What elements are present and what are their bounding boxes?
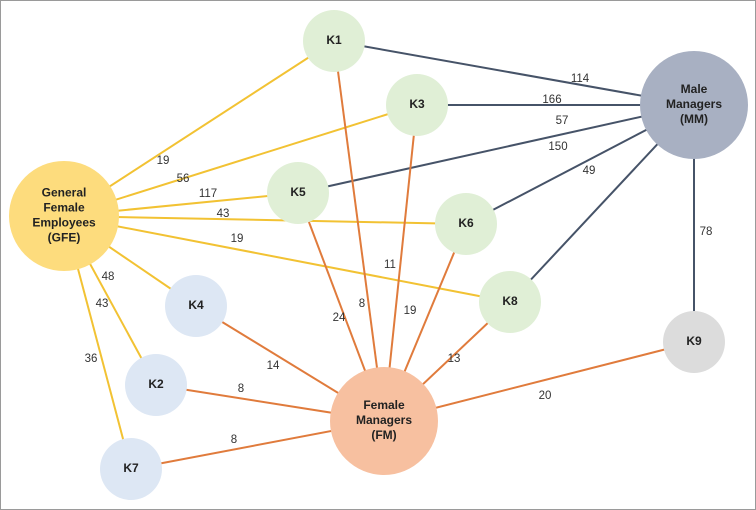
node-circle-k9 <box>663 311 725 373</box>
node-label-k4: K4 <box>188 298 204 312</box>
edge-label-gfe-k1: 19 <box>157 155 170 167</box>
node-label-k6: K6 <box>458 216 474 230</box>
edge-label-gfe-k2: 43 <box>96 298 109 310</box>
node-label-fm: Managers <box>356 413 412 427</box>
node-circle-k1 <box>303 10 365 72</box>
node-label-k2: K2 <box>148 377 164 391</box>
node-k5: K5 <box>267 162 329 224</box>
edge-mm-k5 <box>297 104 695 194</box>
edge-label-gfe-k4: 48 <box>102 271 115 283</box>
edge-fm-k1 <box>333 40 385 422</box>
node-label-fm: Female <box>363 398 405 412</box>
node-label-k5: K5 <box>290 185 306 199</box>
edge-gfe-k6 <box>63 215 467 225</box>
edge-label-fm-k1: 8 <box>359 298 365 310</box>
edge-gfe-k3 <box>63 104 418 217</box>
node-circle-gfe <box>9 161 119 271</box>
node-k9: K9 <box>663 311 725 373</box>
node-k2: K2 <box>125 354 187 416</box>
node-label-gfe: Female <box>43 201 85 215</box>
edge-labels-layer: 1956117431948433611416657150497881124191… <box>85 73 713 446</box>
node-k3: K3 <box>386 74 448 136</box>
node-k6: K6 <box>435 193 497 255</box>
nodes-layer: GeneralFemaleEmployees(GFE)MaleManagers(… <box>9 10 748 500</box>
node-label-gfe: General <box>42 186 87 200</box>
node-label-k1: K1 <box>326 33 342 47</box>
node-circle-k2 <box>125 354 187 416</box>
edge-label-gfe-k7: 36 <box>85 353 98 365</box>
edge-label-fm-k7: 8 <box>231 434 237 446</box>
node-circle-fm <box>330 367 438 475</box>
edge-label-fm-k4: 14 <box>267 360 280 372</box>
node-circle-k8 <box>479 271 541 333</box>
node-circle-k3 <box>386 74 448 136</box>
edge-label-gfe-k8: 19 <box>231 233 244 245</box>
node-circle-k5 <box>267 162 329 224</box>
edge-label-mm-k3: 166 <box>542 94 561 106</box>
node-label-k7: K7 <box>123 461 139 475</box>
edge-label-gfe-k5: 117 <box>199 188 217 200</box>
node-circle-k6 <box>435 193 497 255</box>
node-label-k9: K9 <box>686 334 702 348</box>
node-k1: K1 <box>303 10 365 72</box>
node-label-mm: Male <box>681 82 708 96</box>
node-k8: K8 <box>479 271 541 333</box>
node-label-k3: K3 <box>409 97 425 111</box>
edge-label-mm-k6: 150 <box>548 141 567 153</box>
node-circle-mm <box>640 51 748 159</box>
edge-label-mm-k1: 114 <box>571 73 590 85</box>
node-label-gfe: Employees <box>32 216 96 230</box>
edge-label-fm-k6: 19 <box>404 305 417 317</box>
edge-label-fm-k2: 8 <box>238 383 244 395</box>
node-label-mm: Managers <box>666 97 722 111</box>
node-label-mm: (MM) <box>680 112 708 126</box>
edge-label-mm-k8: 49 <box>583 165 596 177</box>
edge-label-mm-k5: 57 <box>556 115 569 127</box>
edge-label-gfe-k6: 43 <box>217 208 230 220</box>
edge-mm-k1 <box>333 40 695 106</box>
edge-label-fm-k9: 20 <box>539 390 552 402</box>
edge-label-mm-k9: 78 <box>700 226 713 238</box>
edge-label-fm-k8: 13 <box>448 353 461 365</box>
node-label-k8: K8 <box>502 294 518 308</box>
node-circle-k4 <box>165 275 227 337</box>
edge-label-gfe-k3: 56 <box>177 173 190 185</box>
node-circle-k7 <box>100 438 162 500</box>
edge-gfe-k8 <box>63 215 511 303</box>
node-k4: K4 <box>165 275 227 337</box>
node-k7: K7 <box>100 438 162 500</box>
node-label-fm: (FM) <box>371 428 396 442</box>
edge-label-fm-k5: 24 <box>333 312 346 324</box>
edge-label-fm-k3: 11 <box>384 259 396 271</box>
node-label-gfe: (GFE) <box>48 231 81 245</box>
